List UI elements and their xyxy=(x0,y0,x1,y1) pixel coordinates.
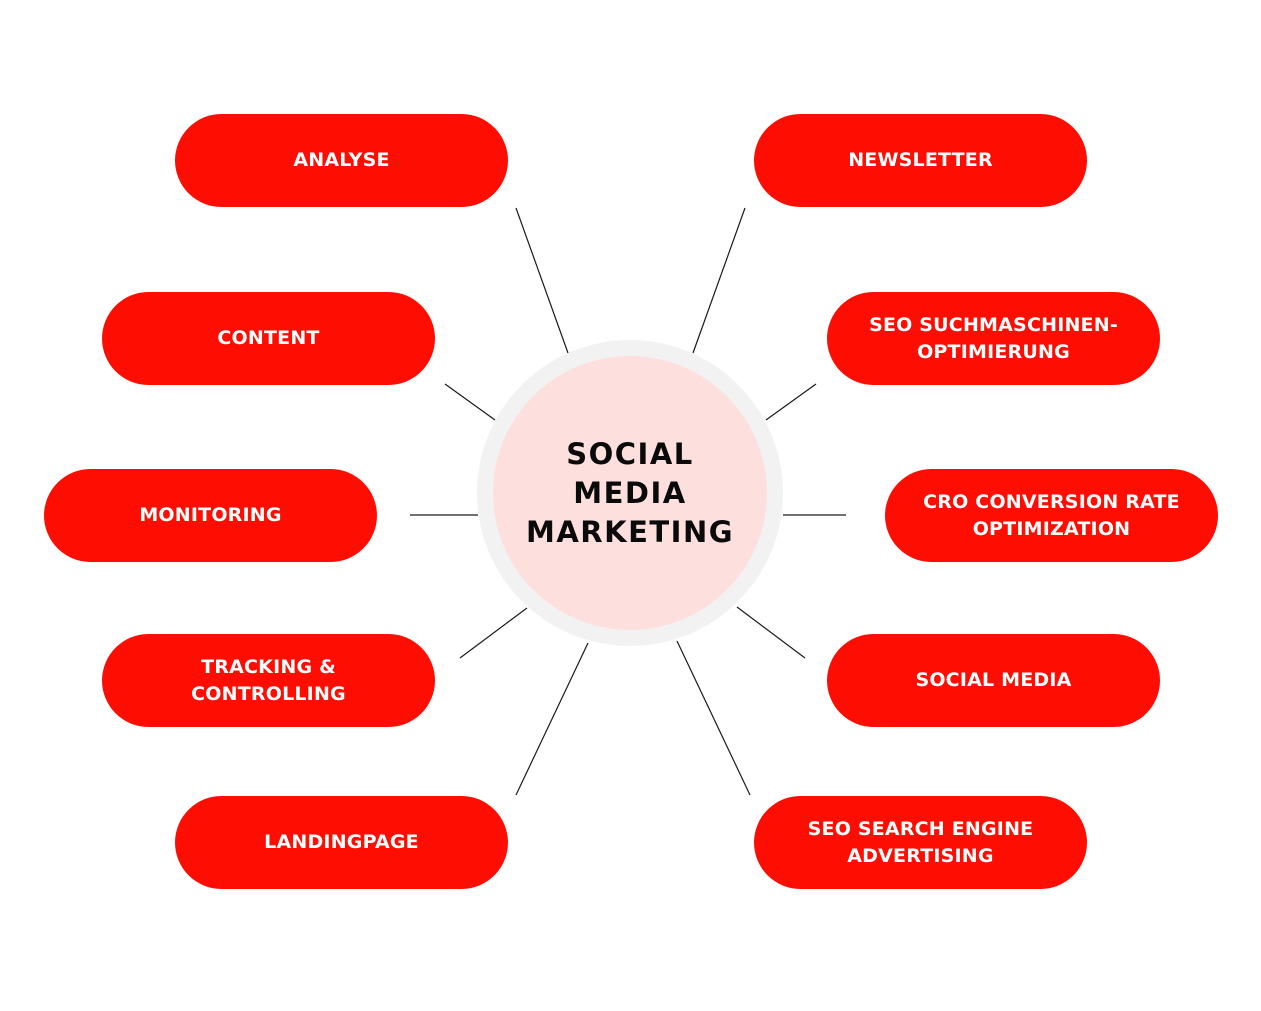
node-label: MONITORING xyxy=(139,504,282,526)
node-label: CONTENT xyxy=(217,327,320,349)
node-label: SOCIAL MEDIA xyxy=(915,669,1072,691)
node-label: SEO SUCHMASCHINEN- xyxy=(869,313,1118,336)
connector-analyse xyxy=(515,207,569,354)
connector-social-media xyxy=(736,606,806,659)
node-label: LANDINGPAGE xyxy=(264,831,419,853)
connector-tracking xyxy=(459,607,528,659)
node-label: OPTIMIZATION xyxy=(972,517,1131,540)
connector-seo-suchmaschinen xyxy=(765,383,817,421)
node-newsletter: NEWSLETTER xyxy=(754,114,1087,207)
node-seo-suchmaschinenoptimierung: SEO SUCHMASCHINEN- OPTIMIERUNG xyxy=(827,292,1160,385)
node-label: NEWSLETTER xyxy=(848,149,993,171)
node-label: OPTIMIERUNG xyxy=(917,340,1070,363)
node-social-media: SOCIAL MEDIA xyxy=(827,634,1160,727)
node-cro-conversion-rate-optimization: CRO CONVERSION RATE OPTIMIZATION xyxy=(885,469,1218,562)
node-seo-search-engine-advertising: SEO SEARCH ENGINE ADVERTISING xyxy=(754,796,1087,889)
node-monitoring: MONITORING xyxy=(44,469,377,562)
node-label: ANALYSE xyxy=(293,149,390,171)
connector-landingpage xyxy=(515,642,589,796)
node-label: SEO SEARCH ENGINE xyxy=(807,817,1034,840)
center-title-line: SOCIAL xyxy=(566,436,694,471)
center-node: SOCIAL MEDIA MARKETING xyxy=(493,356,767,630)
node-label: CONTROLLING xyxy=(191,682,346,705)
node-label: TRACKING & xyxy=(201,655,336,678)
node-landingpage: LANDINGPAGE xyxy=(175,796,508,889)
node-analyse: ANALYSE xyxy=(175,114,508,207)
connector-newsletter xyxy=(692,207,746,354)
connector-content xyxy=(444,383,496,421)
node-tracking-controlling: TRACKING & CONTROLLING xyxy=(102,634,435,727)
node-label: ADVERTISING xyxy=(847,844,994,867)
node-content: CONTENT xyxy=(102,292,435,385)
connector-seo-search-engine xyxy=(676,640,751,796)
center-title-line: MEDIA xyxy=(573,475,687,510)
center-title-line: MARKETING xyxy=(525,514,735,549)
node-label: CRO CONVERSION RATE xyxy=(923,490,1180,513)
center-node-title: SOCIAL MEDIA MARKETING xyxy=(526,435,734,552)
